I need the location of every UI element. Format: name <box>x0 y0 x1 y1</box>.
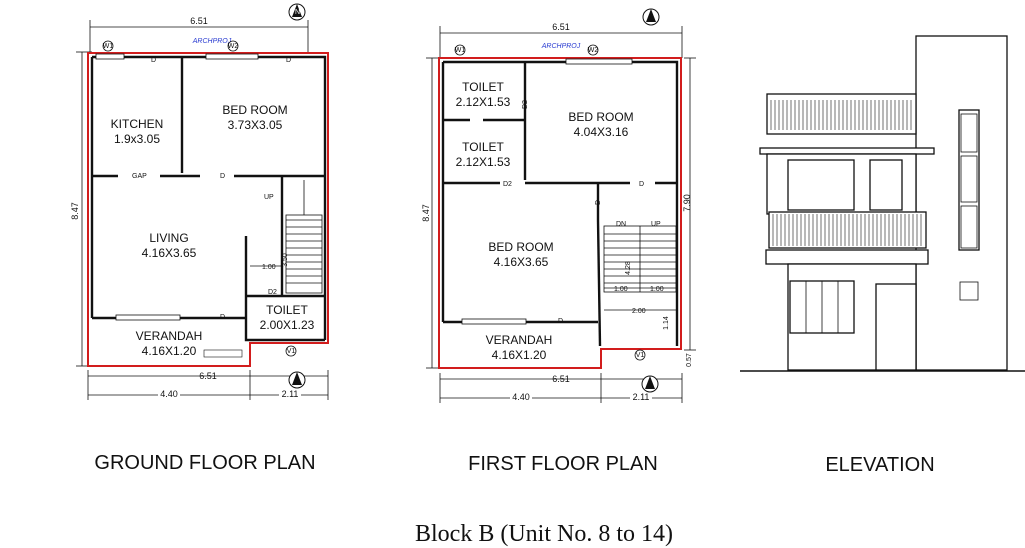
gf-stair-dim: 1.00 <box>262 264 276 271</box>
gf-door-tag-d2: D2 <box>268 289 277 296</box>
gf-stair-dim-v: 3.50 <box>282 253 289 267</box>
caption: Block B (Unit No. 8 to 14) <box>415 521 673 547</box>
ff-dim-top: 6.51 <box>552 22 570 32</box>
gf-tag-v1: V1 <box>287 348 296 355</box>
gf-door-tag-1: D <box>151 57 156 64</box>
gf-room-verandah-name: VERANDAH <box>136 329 203 343</box>
ff-door-tag-d2-a: D2 <box>522 100 529 109</box>
gf-door-tag-3: D <box>220 173 225 180</box>
gf-staircase: UP 1.00 3.50 <box>250 180 323 294</box>
ff-dim-right-small: 0.57 <box>686 353 693 367</box>
gf-room-bedroom-size: 3.73X3.05 <box>228 118 283 132</box>
ff-room-verandah-size: 4.16X1.20 <box>492 348 547 362</box>
gf-room-living-size: 4.16X3.65 <box>142 246 197 260</box>
elevation-louvers-top <box>770 100 912 130</box>
gf-room-living-name: LIVING <box>149 231 188 245</box>
ff-dim-bottom-right: 2.11 <box>633 392 650 402</box>
gf-room-kitchen-size: 1.9x3.05 <box>114 132 160 146</box>
gf-tag-w1: W1 <box>103 43 114 50</box>
gf-title: GROUND FLOOR PLAN <box>94 452 315 474</box>
ff-room-bedroom2-name: BED ROOM <box>488 240 553 254</box>
elevation-drawing: ELEVATION <box>740 35 1025 476</box>
gf-north-label: N <box>295 9 300 16</box>
ff-tag-v1: V1 <box>636 352 645 359</box>
gf-tag-w2: W2 <box>228 43 239 50</box>
ff-staircase: DN UP 1.00 1.00 2.00 4.28 1.14 <box>603 221 677 330</box>
elevation-louvers-balcony <box>772 214 922 246</box>
elevation-title: ELEVATION <box>825 454 934 476</box>
gf-dim-left: 8.47 <box>70 202 80 220</box>
ff-room-bedroom1-name: BED ROOM <box>568 110 633 124</box>
ff-stair-dim-b: 1.00 <box>650 286 664 293</box>
ff-room-verandah-name: VERANDAH <box>486 333 553 347</box>
gf-door-tag-2: D <box>286 57 291 64</box>
gf-room-verandah-size: 4.16X1.20 <box>142 344 197 358</box>
first-floor-plan: 6.51 8.47 7.90 0.57 ARCHPROJ W1 W2 D2 D2… <box>421 8 696 475</box>
ff-room-bedroom1-size: 4.04X3.16 <box>574 125 629 139</box>
ff-north-arrow-bottom <box>641 375 659 393</box>
gf-room-bedroom-name: BED ROOM <box>222 103 287 117</box>
ff-dim-bottom-left: 4.40 <box>512 392 530 402</box>
gf-room-kitchen-name: KITCHEN <box>111 117 164 131</box>
ff-dim-bottom: 6.51 <box>552 374 570 384</box>
gf-north-arrow-bottom <box>288 371 306 389</box>
ff-tag-w2: W2 <box>588 47 599 54</box>
ff-room-toilet2-name: TOILET <box>462 140 504 154</box>
ff-room-bedroom2-size: 4.16X3.65 <box>494 255 549 269</box>
gf-gap-tag: GAP <box>132 173 147 180</box>
ff-title: FIRST FLOOR PLAN <box>468 453 658 475</box>
ff-room-toilet1-name: TOILET <box>462 80 504 94</box>
ff-dim-right: 7.90 <box>682 194 692 212</box>
ff-stair-up: UP <box>651 221 661 228</box>
ff-door-tag-d: D <box>639 181 644 188</box>
gf-door-tag-4: D <box>220 314 225 321</box>
ff-brand: ARCHPROJ <box>541 43 581 50</box>
gf-dim-top: 6.51 <box>190 16 208 26</box>
ff-stair-dim-a: 1.00 <box>614 286 628 293</box>
ff-stair-dim-v: 4.28 <box>625 261 632 275</box>
ff-door-tag-d2: D <box>558 318 563 325</box>
ff-room-toilet2-size: 2.12X1.53 <box>456 155 511 169</box>
ff-door-tag-d2-b: D2 <box>503 181 512 188</box>
ff-stair-dim-v2: 1.14 <box>663 316 670 330</box>
ff-room-toilet1-size: 2.12X1.53 <box>456 95 511 109</box>
gf-north-arrow-top: N <box>288 3 306 21</box>
ff-door-tag-d-v: D <box>595 200 602 205</box>
gf-stair-up: UP <box>264 194 274 201</box>
gf-dim-bottom-right: 2.11 <box>282 389 299 399</box>
gf-dim-bottom: 6.51 <box>199 371 217 381</box>
ff-stair-dim-c: 2.00 <box>632 308 646 315</box>
gf-brand: ARCHPROJ <box>192 38 232 45</box>
gf-dim-bottom-left: 4.40 <box>160 389 178 399</box>
gf-room-toilet-size: 2.00X1.23 <box>260 318 315 332</box>
ground-floor-plan: 6.51 N 8.47 ARCHPROJ W1 W2 D D <box>70 3 329 474</box>
gf-room-toilet-name: TOILET <box>266 303 308 317</box>
ff-tag-w1: W1 <box>455 47 466 54</box>
ff-dim-left: 8.47 <box>421 204 431 222</box>
ff-stair-dn: DN <box>616 221 626 228</box>
ff-north-arrow-top <box>642 8 660 26</box>
